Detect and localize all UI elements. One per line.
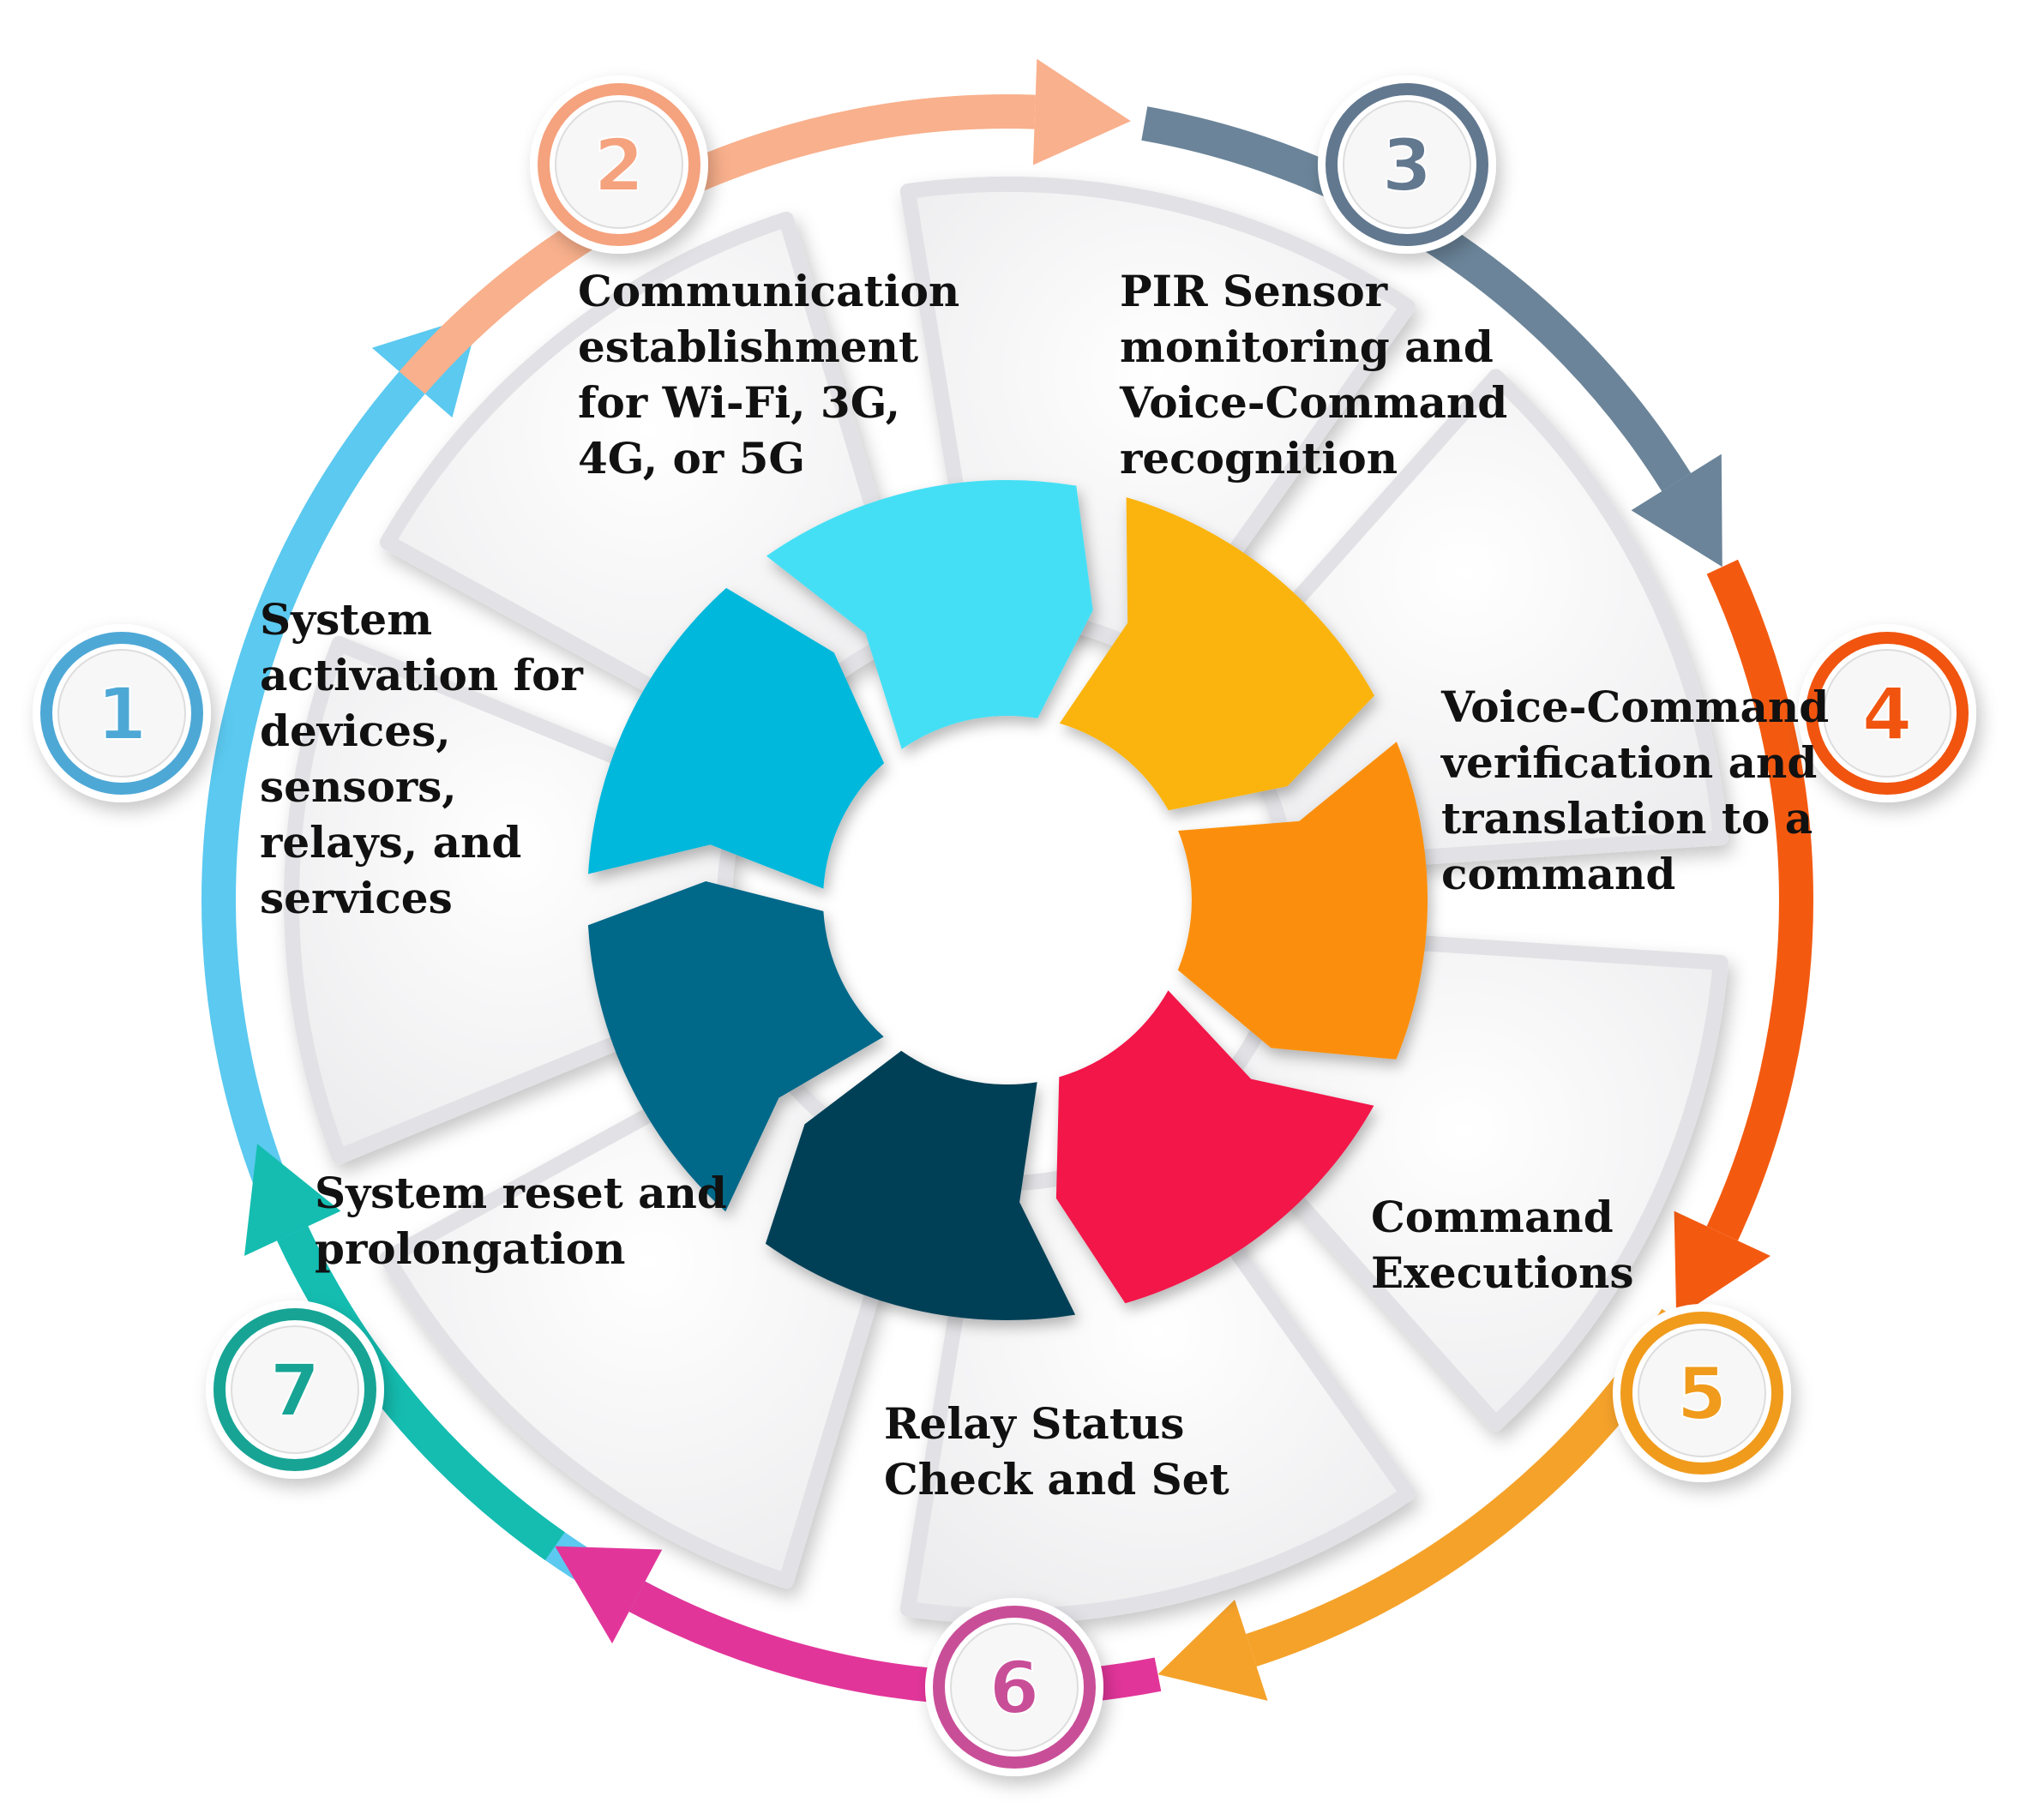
outer-ring-arrows	[201, 58, 1813, 1706]
step-3-badge: 3	[1318, 75, 1496, 254]
step-6-badge: 6	[925, 1598, 1103, 1776]
step-cards	[284, 176, 1728, 1625]
step-6-number: 6	[989, 1646, 1039, 1730]
ring-arrowhead-6	[555, 1546, 663, 1644]
step-6-text: Relay Status Check and Set	[884, 1398, 1229, 1505]
step-5-badge-inner	[1638, 1329, 1766, 1457]
step-3-text: PIR Sensor monitoring and Voice-Command …	[1120, 266, 1508, 484]
step-6-badge-ring	[933, 1606, 1096, 1769]
center-segment-7	[588, 587, 885, 889]
step-3-number: 3	[1382, 123, 1432, 207]
ring-arrowhead-4	[1674, 1210, 1770, 1318]
step-6-badge-inner	[950, 1623, 1079, 1751]
step-1-number: 1	[97, 672, 147, 756]
step-1-badge-inner	[57, 649, 186, 778]
center-segment-1	[766, 479, 1093, 749]
step-5-badge-ring	[1620, 1312, 1783, 1475]
step-5-badge: 5	[1613, 1304, 1791, 1482]
step-2-badge: 2	[530, 75, 708, 254]
ring-arrowhead-7	[244, 1144, 341, 1256]
step-2-text: Communication establishment for Wi-Fi, 3…	[578, 266, 960, 484]
ring-arc-7	[277, 1226, 565, 1560]
step-badges: 1 2 3 4 5 6 7	[33, 75, 1976, 1776]
step-3-badge-ring	[1326, 83, 1488, 246]
step-4-text: Voice-Command verification and translati…	[1441, 682, 1830, 899]
step-7-badge: 7	[206, 1300, 384, 1479]
ring-arc-4	[1706, 559, 1813, 1241]
ring-arrowhead-5	[1157, 1600, 1268, 1701]
center-segment-6	[587, 881, 884, 1212]
center-segment-5	[765, 1050, 1076, 1321]
step-2-badge-inner	[555, 100, 683, 229]
step-7-badge-ring	[213, 1308, 376, 1471]
step-7-badge-inner	[231, 1325, 359, 1454]
step-5-text: Command Executions	[1371, 1192, 1634, 1298]
ring-arrowhead-2	[1032, 58, 1131, 165]
step-4-badge-ring	[1806, 632, 1969, 795]
step-1-badge: 1	[33, 624, 211, 802]
ring-arc-3	[1141, 106, 1692, 492]
center-segment-2	[1059, 497, 1374, 811]
ring-arrowhead-3	[1631, 453, 1722, 568]
center-segment-3	[1177, 742, 1428, 1060]
center-segment-4	[1055, 990, 1374, 1304]
step-2-number: 2	[594, 123, 644, 207]
center-cycle-ring	[587, 479, 1428, 1321]
step-7-number: 7	[270, 1348, 320, 1433]
step-1-badge-ring	[40, 632, 203, 795]
step-4-badge-inner	[1823, 649, 1951, 778]
step-7-text: System reset and prolongation	[315, 1168, 727, 1274]
step-2-badge-ring	[538, 83, 700, 246]
step-4-number: 4	[1862, 672, 1912, 756]
step-3-badge-inner	[1343, 100, 1471, 229]
step-4-badge: 4	[1798, 624, 1976, 802]
step-1-text: System activation for devices, sensors, …	[260, 594, 583, 923]
step-5-number: 5	[1677, 1352, 1727, 1436]
